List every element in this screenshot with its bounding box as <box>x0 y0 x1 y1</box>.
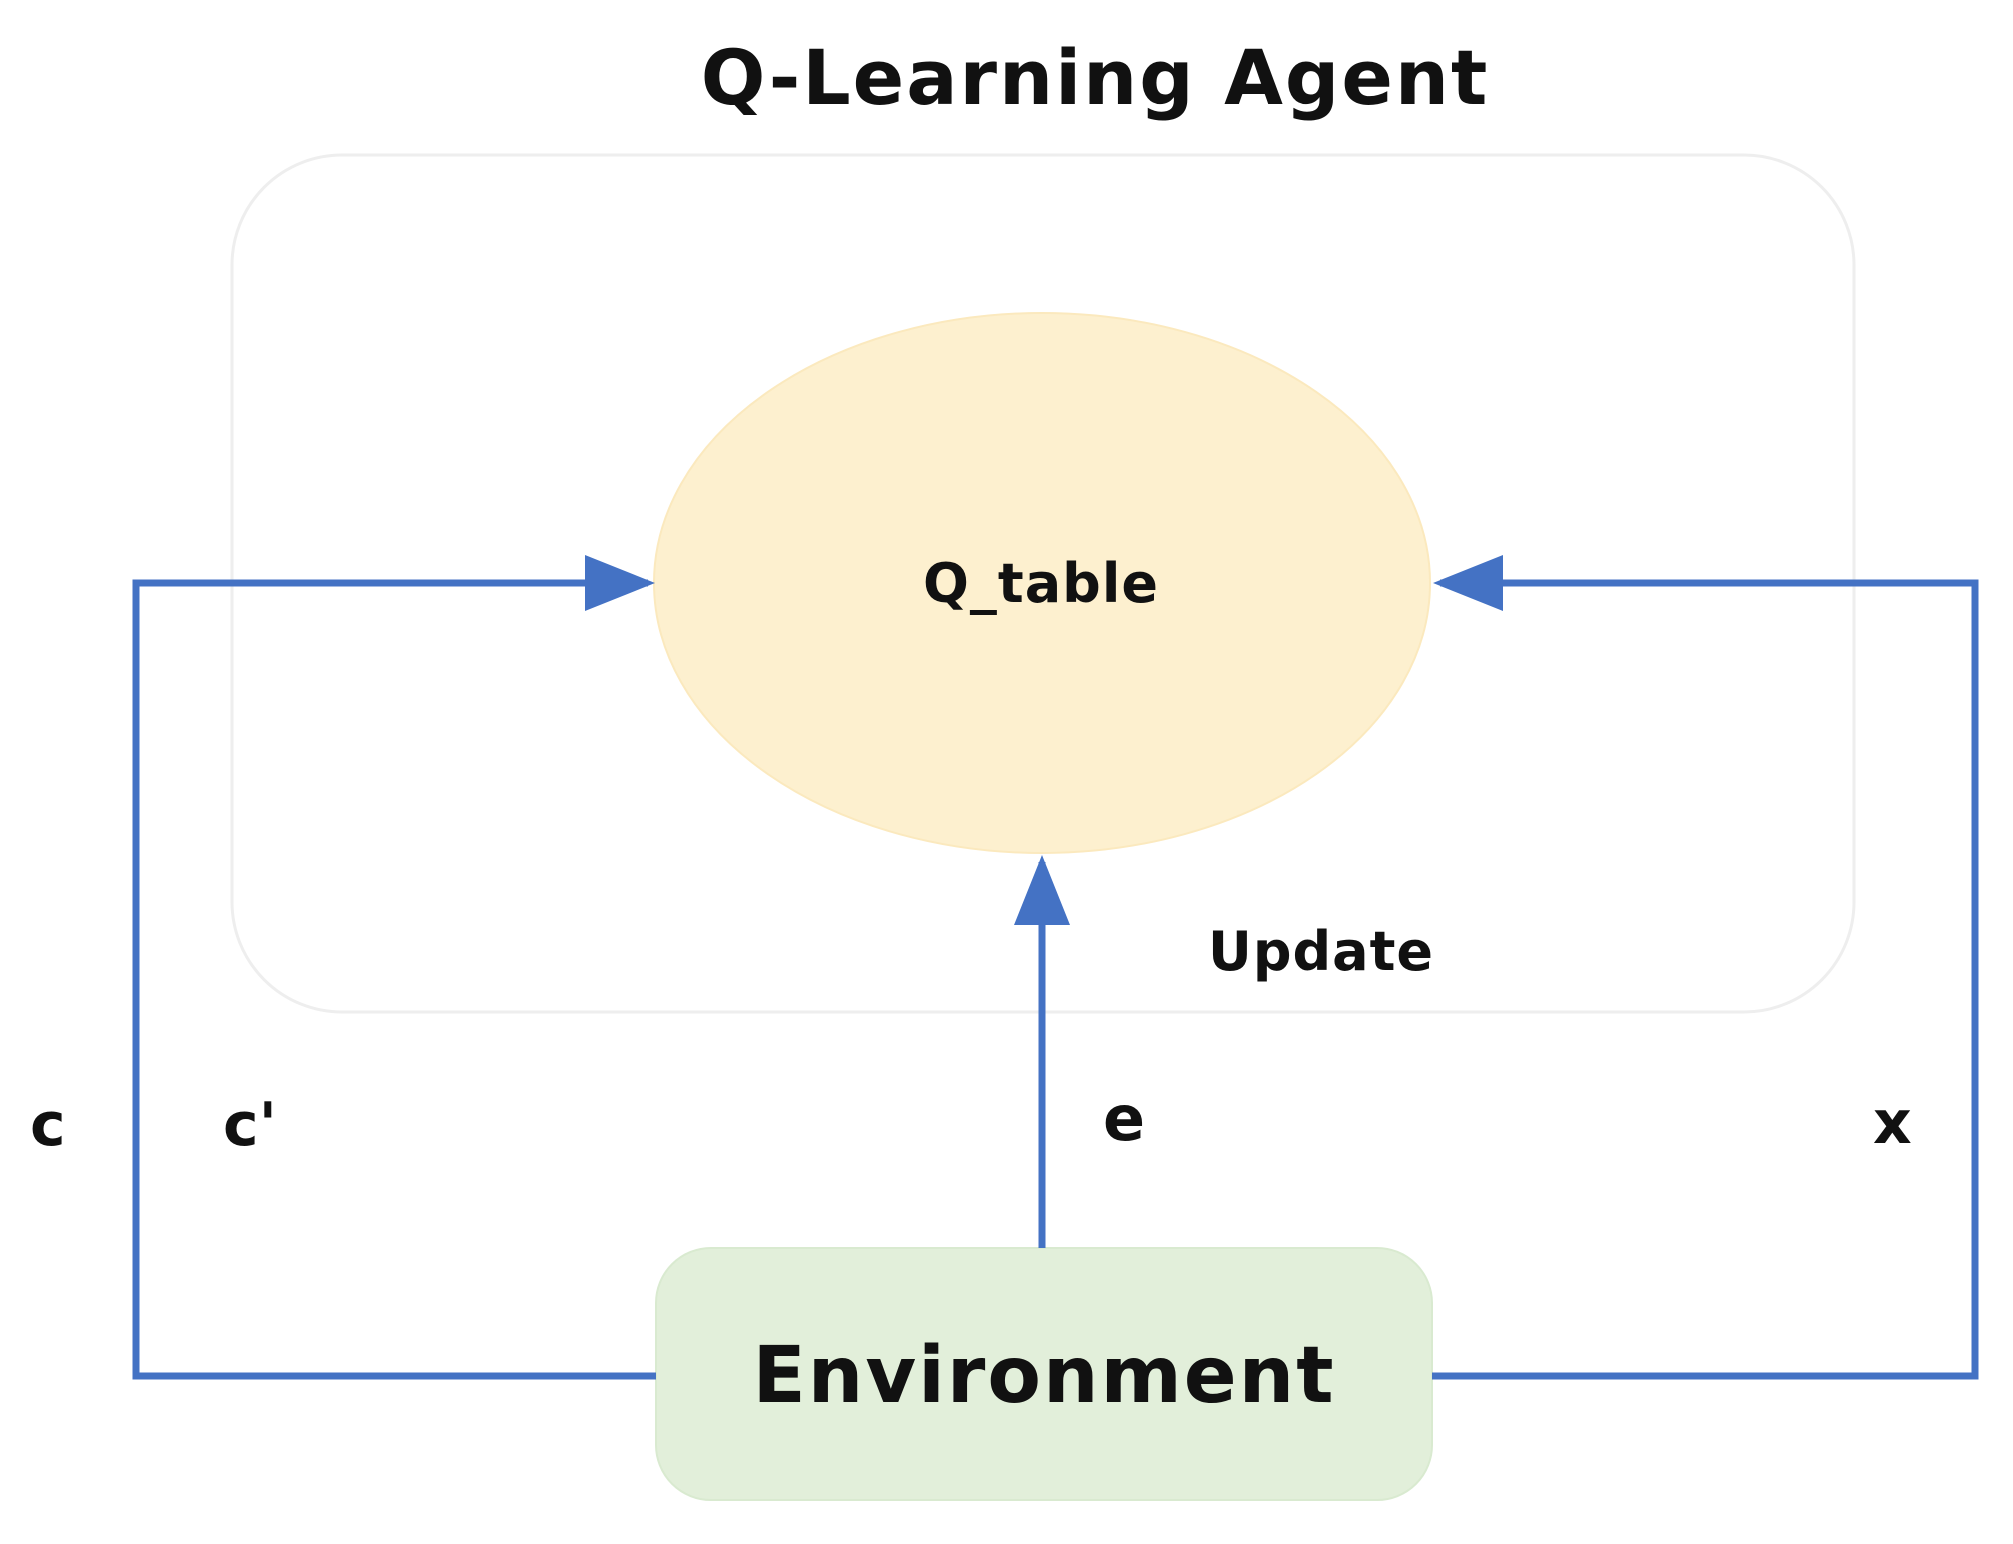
edge-right-arrow <box>1432 555 1979 1380</box>
diagram-title: Q-Learning Agent <box>700 33 1490 122</box>
edge-label-e: e <box>1103 1082 1146 1155</box>
edge-label-c: c <box>30 1090 66 1160</box>
edge-left-arrow <box>132 555 656 1380</box>
update-label: Update <box>1208 920 1435 983</box>
edge-label-x: x <box>1873 1088 1912 1158</box>
q-table-label: Q_table <box>923 552 1159 615</box>
edge-label-c-prime: c' <box>223 1090 277 1160</box>
environment-label: Environment <box>752 1331 1336 1421</box>
